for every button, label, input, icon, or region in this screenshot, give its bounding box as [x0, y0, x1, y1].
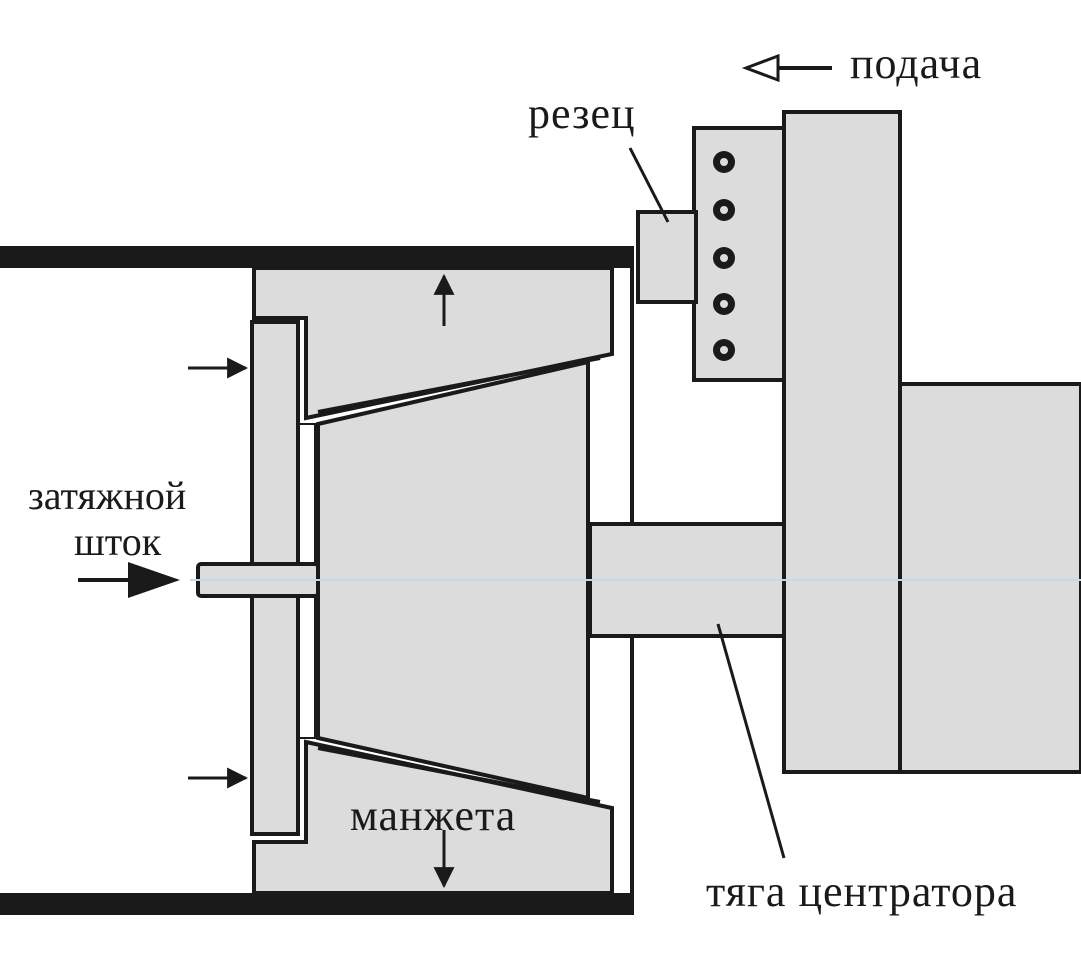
- tool-holder: [692, 126, 786, 382]
- pipe-wall-bottom: [0, 893, 634, 915]
- drawbar-label-line2: шток: [74, 519, 162, 564]
- cutter: [636, 210, 698, 304]
- cuff-label: манжета: [350, 791, 517, 840]
- drawbar-label-line1: затяжной: [28, 473, 187, 518]
- cone-lower-edge: [317, 746, 601, 804]
- carriage-block: [782, 110, 902, 774]
- tool-holder-bolts: [713, 151, 735, 361]
- cuff-lower-segment: [252, 739, 614, 895]
- cutter-leader: [628, 147, 670, 223]
- pipe-wall-top: [0, 246, 634, 268]
- drive-housing: [898, 382, 1081, 774]
- cutter-label: резец: [528, 89, 636, 138]
- feed-arrow-icon: [741, 53, 832, 83]
- centering-rod-label: тяга центратора: [706, 867, 1018, 916]
- cone-upper-edge: [317, 356, 601, 414]
- cuff-upper-segment: [252, 266, 614, 421]
- feed-label: подача: [850, 39, 983, 88]
- centering-rod-leader: [716, 623, 786, 859]
- drawbar-pull-arrow: [78, 562, 180, 598]
